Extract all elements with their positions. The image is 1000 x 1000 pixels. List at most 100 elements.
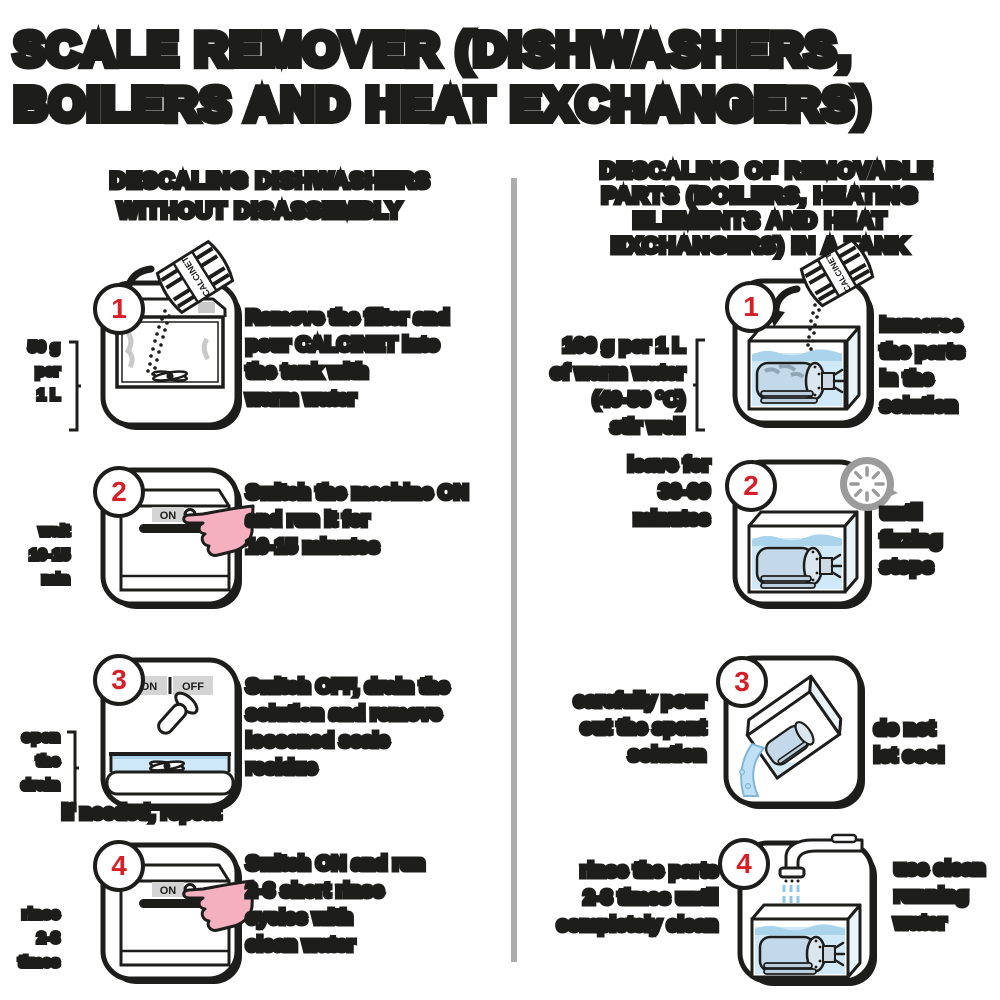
left3-bottom-label: if needed, repeat — [60, 800, 224, 827]
left2-side-label: wait 10-15 min — [8, 520, 72, 592]
on-label: ON — [141, 681, 158, 693]
title-line-1: SCALE REMOVER (DISHWASHERS, — [10, 19, 855, 79]
label-line: completely clean — [554, 912, 720, 939]
label-line: use clean — [891, 856, 987, 883]
label-line: DESCALING OF REMOVABLE — [598, 156, 935, 186]
label-line: ELEMENTS AND HEAT — [630, 206, 888, 236]
left1-bracket — [69, 340, 81, 432]
label-line: in the — [877, 366, 935, 393]
label-line: pour CALCINET into — [243, 332, 441, 359]
soaking-tank-icon — [747, 510, 859, 594]
label-line: out the spent — [578, 715, 709, 742]
step-badge-left-4: 4 — [93, 840, 145, 892]
label-line: the — [34, 751, 62, 772]
label-line: 1 L — [35, 385, 62, 406]
label-line: fizzing — [877, 527, 944, 554]
basin-with-water-icon — [105, 752, 235, 796]
label-line: drain — [19, 775, 62, 796]
label-line: rinse — [20, 904, 62, 925]
calcinet-jar-icon: CALCINET — [799, 238, 875, 308]
step-badge-right-1: 1 — [725, 281, 777, 333]
granules-stream — [146, 309, 171, 376]
label-line: solution — [877, 393, 960, 420]
label-line: solution — [626, 742, 709, 769]
pictogram-pour-into-tank: CALCINET — [732, 238, 875, 428]
label-line: min — [40, 569, 72, 590]
rinsing-tank-icon — [750, 903, 862, 979]
tap-icon — [778, 833, 864, 925]
page-title: SCALE REMOVER (DISHWASHERS, BOILERS AND … — [10, 19, 874, 134]
left4-side-label: rinse 2-3 times — [0, 903, 62, 975]
title-line-2: BOILERS AND HEAT EXCHANGERS) — [10, 74, 874, 134]
label-line: and run it for — [243, 507, 371, 534]
cleaning-tool-icon — [157, 691, 199, 735]
label-line: leave for — [625, 452, 712, 479]
label-line: water — [891, 910, 948, 937]
label-line: WITHOUT DISASSEMBLY — [115, 196, 404, 226]
spray-arm-icon — [151, 370, 189, 382]
label-line: rinse the parts — [578, 858, 721, 885]
pointing-hand-icon — [182, 879, 255, 932]
pictogram-rinse-machine: ON — [100, 842, 255, 984]
label-line: the parts — [877, 339, 966, 366]
granules-stream — [806, 303, 821, 351]
label-line: let cool — [871, 743, 946, 770]
label-line: carefully pour — [571, 688, 708, 715]
label-line: Switch the machine ON — [243, 480, 470, 507]
label-line: of warm water — [548, 360, 687, 387]
label-line: 10-15 minutes — [243, 534, 381, 561]
tilted-tank-icon — [745, 674, 843, 781]
label-line: per — [33, 361, 62, 382]
label-line: minutes — [631, 506, 713, 533]
left3-side-label: open the drain — [2, 726, 62, 798]
on-button-label: ON — [160, 510, 177, 522]
label-line: Switch ON and run — [244, 851, 428, 878]
label-line: times — [16, 952, 62, 973]
label-line: PARTS (BOILERS, HEATING — [599, 181, 920, 211]
label-line: 2-3 short rinse — [244, 878, 387, 905]
label-line: 10-15 — [27, 545, 72, 566]
label-line: running — [891, 883, 970, 910]
step-badge-left-3: 3 — [93, 654, 145, 706]
label-line: 30-60 — [656, 479, 712, 506]
label-line: stops — [877, 554, 935, 581]
label-line: DESCALING DISHWASHERS — [108, 166, 432, 196]
label-line: Immerse — [877, 312, 964, 339]
heating-element-icon — [755, 361, 845, 404]
label-line: 50 g — [26, 337, 62, 358]
right1-bracket — [693, 338, 705, 432]
label-line: wait — [37, 521, 72, 542]
label-line: 2-3 — [35, 928, 62, 949]
label-line: 2-3 times until — [581, 885, 720, 912]
step-badge-left-1: 1 — [93, 283, 145, 335]
left1-dose-label: 50 g per 1 L — [0, 336, 62, 408]
label-line: residue — [243, 755, 319, 782]
label-line: until — [877, 500, 924, 527]
on-button-label: ON — [160, 885, 177, 897]
step-badge-right-4: 4 — [718, 838, 770, 890]
label-line: open — [20, 727, 62, 748]
label-line: Remove the filter and — [243, 305, 451, 332]
label-line: warm water — [243, 386, 358, 413]
label-line: if needed, repeat — [60, 800, 224, 827]
off-label: OFF — [182, 681, 204, 693]
label-line: Switch OFF, drain the — [243, 674, 451, 701]
label-line: stir well — [608, 414, 687, 441]
pointing-hand-icon — [182, 504, 255, 557]
label-line: (40-50 °C) — [590, 387, 687, 414]
left3-bracket — [67, 730, 79, 806]
label-line: 100 g per 1 L — [560, 333, 687, 360]
column-divider — [511, 178, 517, 962]
soaking-tank-icon — [747, 325, 861, 411]
calcinet-jar-icon: CALCINET — [155, 239, 235, 315]
label-line: clean water — [244, 932, 358, 959]
